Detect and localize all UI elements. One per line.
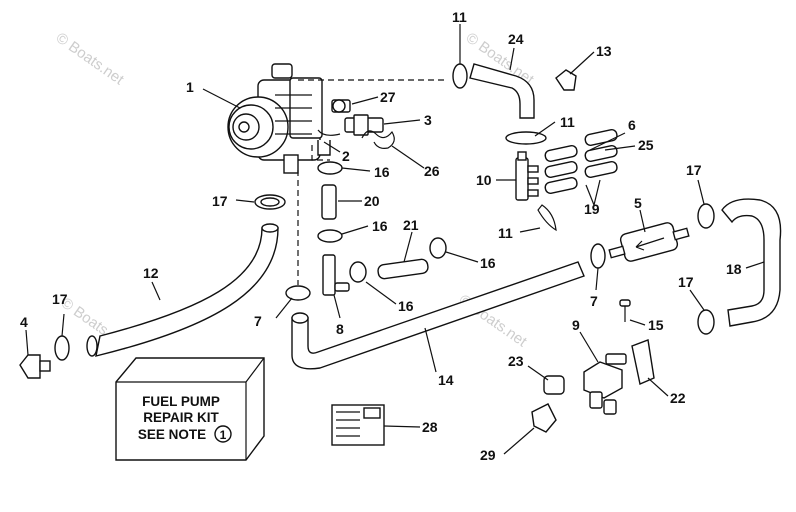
callout-25: 25: [638, 137, 654, 153]
valve-9: [583, 353, 627, 415]
callout-11: 11: [498, 225, 513, 241]
callout-28: 28: [422, 419, 438, 435]
decal-28: [331, 404, 385, 446]
assembly-line-clip: [311, 145, 330, 161]
clamp-11: [537, 204, 557, 232]
hose-14-end: [291, 312, 309, 324]
spring-clip-26: [361, 130, 395, 149]
callout-7: 7: [590, 293, 598, 309]
callout-12: 12: [143, 265, 159, 281]
leader-lines: [25, 24, 765, 455]
clip-13: [555, 69, 577, 91]
filter-4: [19, 354, 51, 379]
fitting-8: [322, 254, 350, 296]
callout-19: 19: [584, 201, 600, 217]
screw-15: [619, 299, 631, 322]
callout-8: 8: [336, 321, 344, 337]
callout-6: 6: [628, 117, 636, 133]
repair-kit-box: FUEL PUMP REPAIR KIT SEE NOTE 1: [115, 357, 265, 461]
hose-12: [95, 227, 279, 357]
clamp-11: [505, 131, 547, 145]
clamp-29: [531, 403, 557, 433]
callouts: 1 2 3 4 5 6 7 7 8 9 10 11 11 11 12 13 14…: [20, 9, 742, 463]
callout-3: 3: [424, 112, 432, 128]
fitting-3: [344, 114, 384, 136]
hose-12-end: [261, 223, 279, 233]
callout-2: 2: [342, 148, 350, 164]
callout-26: 26: [424, 163, 440, 179]
callout-11: 11: [452, 9, 467, 25]
callout-27: 27: [380, 89, 396, 105]
callout-16: 16: [374, 164, 390, 180]
elbow-hose-24: [469, 63, 535, 119]
clamp-17: [697, 309, 715, 335]
clamp-7: [285, 285, 311, 301]
fitting-10: [515, 151, 539, 201]
connector-20: [321, 184, 337, 220]
callout-17: 17: [686, 162, 702, 178]
callout-22: 22: [670, 390, 686, 406]
callout-17: 17: [212, 193, 228, 209]
callout-17: 17: [678, 274, 694, 290]
clamp-16: [317, 229, 343, 243]
clamp-11: [452, 63, 468, 89]
callout-16: 16: [480, 255, 496, 271]
callout-9: 9: [572, 317, 580, 333]
callout-18: 18: [726, 261, 742, 277]
hose-12-end: [86, 335, 98, 357]
clamp-17: [697, 203, 715, 229]
callout-13: 13: [596, 43, 612, 59]
fuel-filter-5: [608, 222, 690, 262]
callout-1: 1: [186, 79, 194, 95]
callout-11: 11: [560, 114, 575, 130]
hose-14: [291, 261, 585, 370]
watermark: © Boats.net: [53, 29, 128, 88]
clamp-7: [590, 243, 606, 269]
hoses-19: [544, 129, 618, 194]
kit-line-2: REPAIR KIT: [143, 410, 219, 425]
callout-24: 24: [508, 31, 524, 47]
clamp-17: [54, 335, 70, 361]
callout-20: 20: [364, 193, 380, 209]
kit-note-number: 1: [220, 428, 227, 442]
clamp-16: [429, 237, 447, 259]
note-circle: [214, 425, 232, 443]
bracket-22: [631, 339, 655, 385]
clamp-16: [317, 161, 343, 175]
callout-15: 15: [648, 317, 664, 333]
callout-16: 16: [398, 298, 414, 314]
callout-14: 14: [438, 372, 454, 388]
callout-5: 5: [634, 195, 642, 211]
fuel-pump-assembly: [227, 63, 341, 174]
fitting-27: [331, 99, 351, 113]
callout-16: 16: [372, 218, 388, 234]
sleeve-21: [377, 258, 429, 280]
kit-line-1: FUEL PUMP: [142, 394, 220, 409]
callout-21: 21: [403, 217, 419, 233]
callout-7: 7: [254, 313, 262, 329]
callout-23: 23: [508, 353, 524, 369]
clamp-17-inner: [260, 197, 280, 207]
kit-line-3: SEE NOTE: [138, 427, 206, 442]
callout-17: 17: [52, 291, 68, 307]
callout-10: 10: [476, 172, 492, 188]
callout-4: 4: [20, 314, 28, 330]
clamp-16: [349, 261, 367, 283]
hose-18: [721, 198, 782, 327]
cap-23: [543, 375, 565, 395]
callout-29: 29: [480, 447, 496, 463]
